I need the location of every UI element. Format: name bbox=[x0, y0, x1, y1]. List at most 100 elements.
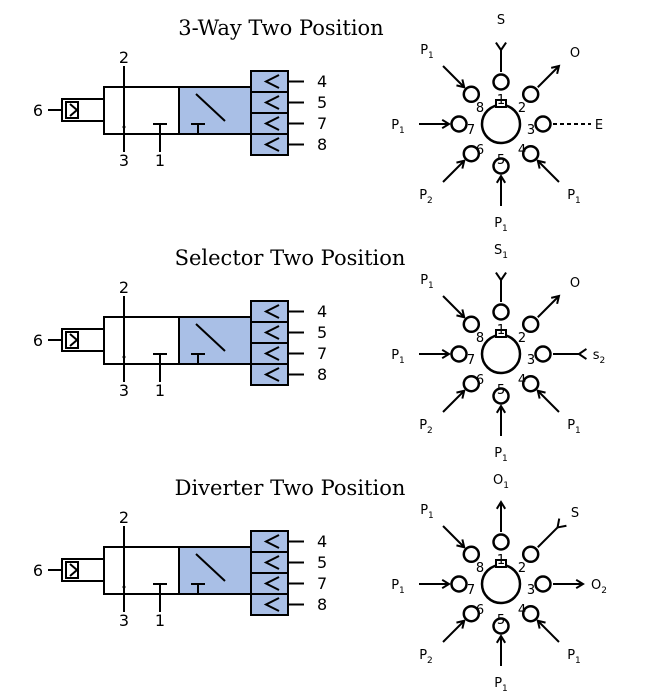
port-number-2: 2 bbox=[518, 331, 526, 346]
rotor-notch bbox=[495, 99, 507, 108]
port-label-bottom-right-sub: 1 bbox=[575, 656, 581, 666]
inlet-line-bottom-left bbox=[442, 390, 465, 413]
port-dot bbox=[122, 355, 126, 359]
port-label-top-right: O bbox=[570, 46, 580, 61]
rotor-circle bbox=[480, 103, 522, 145]
port-8-block bbox=[250, 593, 289, 616]
sample-fork-a bbox=[500, 272, 507, 281]
port-circle-bottom-right bbox=[521, 144, 540, 163]
actuator-arrow-icon bbox=[69, 563, 79, 577]
port-number-5: 5 bbox=[497, 613, 505, 628]
sample-line-top-right bbox=[537, 526, 559, 548]
outlet-line-top-right bbox=[537, 65, 560, 88]
port-label-bottom-sub: 1 bbox=[502, 684, 508, 694]
port-8-block bbox=[250, 363, 289, 386]
inlet-arrow-icon bbox=[456, 79, 466, 89]
port-circle-bottom bbox=[492, 157, 510, 175]
sample-fork-b bbox=[556, 518, 561, 528]
port-label-bottom-right-sub: 1 bbox=[575, 426, 581, 436]
panel-title: Selector Two Position bbox=[175, 246, 406, 270]
sample-fork-a bbox=[578, 353, 587, 360]
port-label-top-left: P1 bbox=[420, 503, 434, 521]
port-label-top-left-main: P bbox=[420, 503, 428, 518]
port-label-top-left-main: P bbox=[420, 273, 428, 288]
port-label-bottom-left: P2 bbox=[419, 418, 433, 436]
port-circle-bottom-left bbox=[462, 374, 481, 393]
port-7-block bbox=[250, 342, 289, 365]
sample-fork-a bbox=[557, 524, 567, 529]
port-7-label: 7 bbox=[317, 344, 327, 363]
port-label-top: S1 bbox=[494, 243, 508, 261]
port-number-2: 2 bbox=[518, 561, 526, 576]
port-circle-left bbox=[450, 345, 468, 363]
port-circle-bottom-right bbox=[521, 374, 540, 393]
port-8-block bbox=[250, 133, 289, 156]
port-label-bottom: P1 bbox=[494, 216, 508, 234]
port-label-top-sub: 1 bbox=[502, 251, 508, 261]
port-4-label: 4 bbox=[317, 72, 327, 91]
port-circle-top bbox=[492, 303, 510, 321]
port-3-label: 3 bbox=[119, 151, 129, 170]
port-8-arrow-icon bbox=[263, 367, 280, 382]
port-8-arrow-icon bbox=[263, 137, 280, 152]
port-5-arrow-icon bbox=[263, 95, 280, 110]
port-label-top-right-main: O bbox=[570, 46, 580, 61]
port-label-bottom: P1 bbox=[494, 676, 508, 694]
port-circle-top-right bbox=[521, 315, 540, 334]
port-7-label: 7 bbox=[317, 574, 327, 593]
inlet-line-bottom-left bbox=[442, 620, 465, 643]
inlet-arrow-icon bbox=[536, 389, 546, 399]
sample-fork-b bbox=[578, 348, 587, 355]
inlet-line-top-left bbox=[442, 65, 465, 88]
port-label-right-sub: 2 bbox=[600, 356, 606, 366]
port-number-8: 8 bbox=[476, 561, 484, 576]
port-label-top-right-main: S bbox=[571, 506, 579, 521]
port-number-7: 7 bbox=[467, 123, 475, 138]
port-4-block bbox=[250, 530, 289, 553]
port-7-arrow-icon bbox=[263, 116, 280, 131]
port-label-bottom-left-main: P bbox=[419, 418, 427, 433]
port-label-top-sub: 1 bbox=[503, 481, 509, 491]
port-4-arrow-icon bbox=[263, 534, 280, 549]
port-circle-bottom bbox=[492, 617, 510, 635]
port-label-left: P1 bbox=[391, 348, 405, 366]
port-label-bottom-left-main: P bbox=[419, 188, 427, 203]
port-circle-bottom-right bbox=[521, 604, 540, 623]
port-label-bottom: P1 bbox=[494, 446, 508, 464]
inlet-arrow-icon bbox=[441, 578, 451, 590]
port-number-4: 4 bbox=[518, 603, 526, 618]
actuator-arrow-icon bbox=[69, 103, 79, 117]
port-8-label: 8 bbox=[317, 135, 327, 154]
inlet-arrow-icon bbox=[456, 159, 466, 169]
port-label-bottom-main: P bbox=[494, 676, 502, 691]
port-5-label: 5 bbox=[317, 93, 327, 112]
port-label-top: S bbox=[497, 13, 505, 28]
inlet-line-top-left bbox=[442, 525, 465, 548]
port-label-top-left-sub: 1 bbox=[428, 511, 434, 521]
port-circle-bottom bbox=[492, 387, 510, 405]
port-number-8: 8 bbox=[476, 101, 484, 116]
port-circle-bottom-left bbox=[462, 144, 481, 163]
inlet-arrow-icon bbox=[536, 619, 546, 629]
port-label-right: s2 bbox=[593, 348, 606, 366]
valve-position-a bbox=[103, 546, 180, 595]
port-label-right: E bbox=[595, 118, 603, 133]
port-label-top-right: S bbox=[571, 506, 579, 521]
inlet-arrow-icon bbox=[456, 619, 466, 629]
inlet-arrow-icon bbox=[495, 174, 507, 184]
port-label-left: P1 bbox=[391, 118, 405, 136]
port-circle-top bbox=[492, 73, 510, 91]
rotor-notch bbox=[495, 559, 507, 568]
port-4-arrow-icon bbox=[263, 74, 280, 89]
port-6-label: 6 bbox=[33, 101, 43, 120]
port-label-top-main: S bbox=[494, 243, 502, 258]
port-number-5: 5 bbox=[497, 383, 505, 398]
port-dot bbox=[122, 125, 126, 129]
port-5-label: 5 bbox=[317, 323, 327, 342]
actuator-arrow-icon bbox=[69, 333, 79, 347]
port-label-bottom-right-main: P bbox=[567, 418, 575, 433]
port-circle-right bbox=[534, 115, 552, 133]
